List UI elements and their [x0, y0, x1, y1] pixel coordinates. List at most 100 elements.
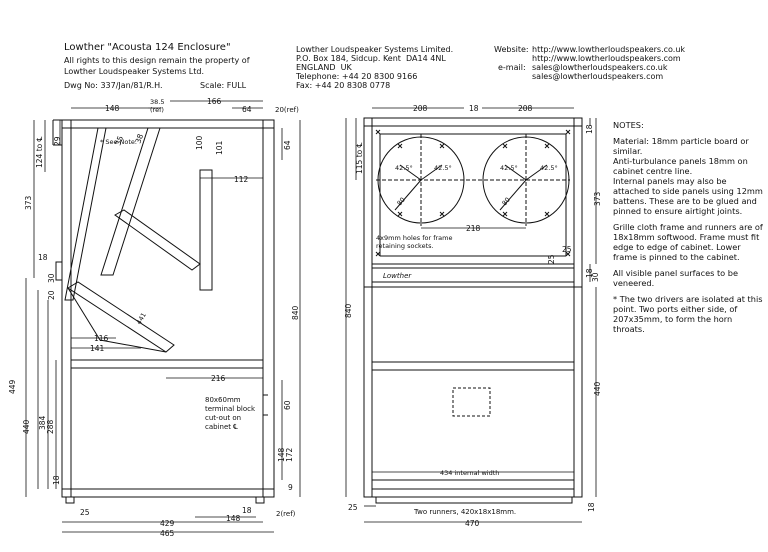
dim-30: 30 [47, 273, 56, 283]
dim-18-bot2: 18 [242, 506, 252, 515]
dim-440: 440 [22, 419, 31, 434]
dim-20: 20 [47, 290, 56, 300]
see-note-label: * See Note. [100, 138, 137, 146]
dim-141: 141 [90, 344, 105, 353]
terminal-note-4: cabinet ℄ [205, 423, 238, 431]
horn-panel-3 [199, 169, 213, 291]
dim-208-left: 208 [413, 104, 428, 113]
terminal-cutout [452, 387, 491, 417]
dim-18-bot: 18 [587, 502, 596, 512]
dim-18-right: 18 [585, 124, 594, 134]
holes-note-1: 4x9mm holes for frame [376, 234, 452, 242]
dim-101: 101 [215, 140, 224, 155]
email-link-2[interactable]: sales@lowtherloudspeakers.com [532, 72, 664, 81]
dim-384: 384 [38, 415, 47, 430]
runners-note: Two runners, 420x18x18mm. [413, 508, 516, 516]
drawing-number: Dwg No: 337/Jan/81/R.H. [64, 81, 163, 90]
notes-panel: NOTES: Material: 18mm particle board or … [613, 120, 765, 340]
note-anti-turbulence: Anti-turbulance panels 18mm on cabinet c… [613, 156, 748, 176]
brand-label: Lowther [383, 272, 412, 280]
dim-115: 115 to ℄ [355, 142, 364, 174]
dim-38-5: 38.5 [150, 98, 164, 106]
dim-18: 18 [38, 253, 48, 262]
dim-100: 100 [195, 135, 204, 150]
dim-166: 166 [207, 97, 222, 106]
note-material: Material: 18mm particle board or similar… [613, 136, 749, 156]
drawing-scale: Scale: FULL [200, 81, 247, 90]
radius-right: 80 [500, 196, 511, 207]
dim-60: 60 [283, 400, 292, 410]
angle-1: 42.5° [395, 164, 413, 172]
radius-left: 80 [395, 196, 406, 207]
horn-panel-1 [100, 127, 161, 276]
dim-25-b: 25 [547, 254, 556, 264]
company-telephone: Telephone: +44 20 8300 9166 [296, 72, 418, 81]
dim-25: 25 [80, 508, 90, 517]
company-country: ENGLAND UK [296, 63, 352, 72]
driver-board [64, 127, 107, 301]
dim-116: 116 [94, 334, 109, 343]
horn-panel-2 [67, 281, 175, 353]
notes-heading: NOTES: [613, 120, 644, 130]
angle-4: 42.5° [540, 164, 558, 172]
dim-9: 9 [288, 483, 293, 492]
holes-note-2: retaining sockets. [376, 242, 434, 250]
panel-label: 441 [135, 311, 148, 326]
note-grille-frame: Grille cloth frame and runners are of 18… [613, 222, 763, 262]
terminal-note-3: cut-out on [205, 414, 241, 422]
angle-3: 42.5° [500, 164, 518, 172]
dim-373-front: 373 [593, 191, 602, 206]
front-view [363, 117, 583, 504]
dim-218: 218 [466, 224, 481, 233]
dim-29: 29 [53, 136, 62, 146]
rights-line-2: Lowther Loudspeaker Systems Ltd. [64, 67, 205, 76]
dim-465: 465 [160, 529, 175, 538]
dim-30-front: 30 [591, 272, 600, 282]
dim-840: 840 [291, 305, 300, 320]
dim-18-top: 18 [469, 104, 479, 113]
dim-172: 172 [285, 447, 294, 462]
dim-148-bot: 148 [226, 514, 241, 523]
dim-18-mid: 18 [585, 268, 594, 278]
dim-64-right: 64 [283, 140, 292, 150]
dim-38-5-ref: (ref) [150, 106, 164, 114]
terminal-note-2: terminal block [205, 405, 256, 413]
front-outer-panel [363, 117, 583, 498]
dim-840-front: 840 [344, 303, 353, 318]
dim-148: 148 [105, 104, 120, 113]
dim-429: 429 [160, 519, 175, 528]
dim-25-a: 25 [562, 245, 572, 254]
company-address: P.O. Box 184, Sidcup. Kent DA14 4NL [296, 54, 446, 63]
internal-width: 434 internal width [440, 469, 499, 477]
dim-25-bot: 25 [348, 503, 358, 512]
company-fax: Fax: +44 20 8308 0778 [296, 81, 391, 90]
website-link-1[interactable]: http://www.lowtherloudspeakers.co.uk [532, 45, 686, 54]
dim-288: 288 [46, 419, 55, 434]
dim-148-v: 148 [277, 447, 286, 462]
dim-38: 38 [133, 132, 145, 144]
website-link-2[interactable]: http://www.lowtherloudspeakers.com [532, 54, 681, 63]
terminal-note-1: 80x60mm [205, 396, 241, 404]
note-drivers-isolated: * The two drivers are isolated at this p… [613, 294, 763, 334]
side-view [52, 119, 275, 504]
dim-470: 470 [465, 519, 480, 528]
dim-64-top: 64 [242, 105, 252, 114]
drawing-title: Lowther "Acousta 124 Enclosure" [64, 42, 231, 53]
dim-20-ref: 20(ref) [275, 106, 299, 114]
dim-373: 373 [24, 195, 33, 210]
rights-line-1: All rights to this design remain the pro… [64, 56, 250, 65]
dim-208-right: 208 [518, 104, 533, 113]
dim-216: 216 [211, 374, 226, 383]
angle-2: 42.5° [434, 164, 452, 172]
email-link-1[interactable]: sales@lowtherloudspeakers.co.uk [532, 63, 668, 72]
dim-124: 124 to ℄ [35, 136, 44, 168]
dim-35: 35 [113, 134, 125, 146]
website-label: Website: [494, 45, 529, 54]
side-outer-panel [61, 119, 275, 498]
dim-18-bot: 18 [52, 475, 61, 485]
company-name: Lowther Loudspeaker Systems Limited. [296, 45, 454, 54]
dim-440-front: 440 [593, 381, 602, 396]
email-label: e-mail: [498, 63, 526, 72]
dim-2-ref: 2(ref) [276, 510, 296, 518]
